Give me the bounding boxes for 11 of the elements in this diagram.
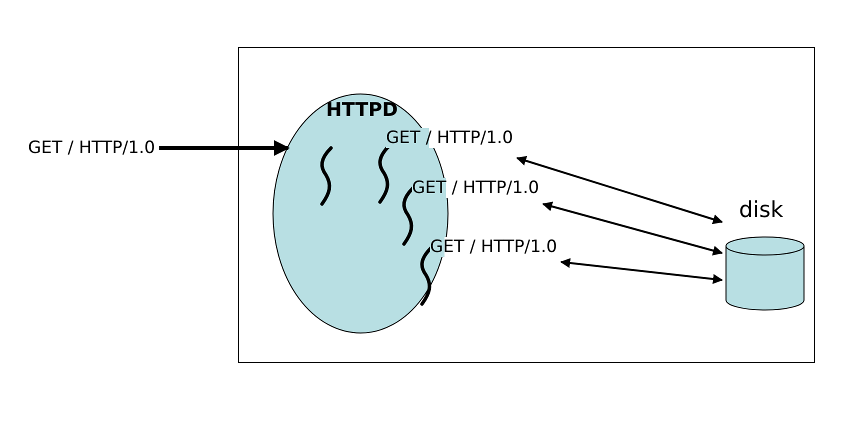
request-text: GET / HTTP/1.0 xyxy=(412,178,540,198)
arrow xyxy=(159,140,290,156)
request-text: GET / HTTP/1.0 xyxy=(430,237,558,257)
request-text: GET / HTTP/1.0 xyxy=(28,138,156,158)
arrow xyxy=(516,156,723,224)
arrow xyxy=(560,258,723,284)
disk-label: disk xyxy=(739,198,784,223)
process-label: HTTPD xyxy=(326,99,398,121)
container-box xyxy=(238,47,815,363)
request-text: GET / HTTP/1.0 xyxy=(386,128,514,148)
arrow xyxy=(542,202,723,256)
